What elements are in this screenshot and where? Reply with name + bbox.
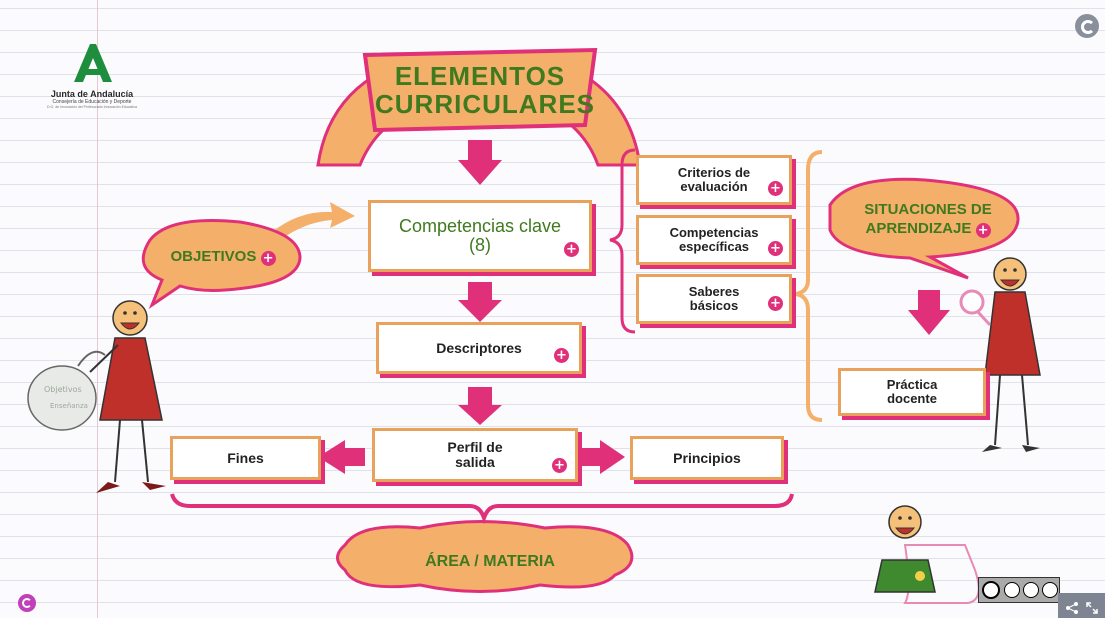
- by-icon: [1004, 582, 1020, 598]
- saberes-box[interactable]: Saberes básicos +: [636, 274, 792, 324]
- plus-icon[interactable]: +: [554, 348, 569, 363]
- svg-text:Objetivos: Objetivos: [44, 385, 82, 394]
- criterios-line2: evaluación: [680, 179, 748, 194]
- situaciones-label[interactable]: SITUACIONES DE APRENDIZAJE +: [838, 200, 1018, 238]
- arrow-down-practica: [908, 290, 950, 335]
- criterios-box[interactable]: Criterios de evaluación +: [636, 155, 792, 205]
- fullscreen-icon[interactable]: [1086, 599, 1098, 614]
- situaciones-line1: SITUACIONES DE: [864, 201, 992, 218]
- competencias-clave-box[interactable]: Competencias clave (8) +: [368, 200, 592, 272]
- plus-icon[interactable]: +: [975, 223, 991, 238]
- fines-box[interactable]: Fines: [170, 436, 321, 480]
- plus-icon[interactable]: +: [768, 241, 783, 256]
- cc-license-badge[interactable]: [978, 577, 1060, 603]
- situaciones-bubble: [828, 177, 1020, 280]
- criterios-line1: Criterios de: [677, 165, 751, 181]
- practica-docente-box[interactable]: Práctica docente: [838, 368, 986, 416]
- page-title: ELEMENTOS CURRICULARES: [375, 61, 595, 119]
- notebook-margin: [97, 0, 98, 618]
- logo-subtitle: Consejería de Educación y Deporte: [52, 99, 132, 105]
- title-line2: CURRICULARES: [375, 89, 595, 119]
- nc-icon: [1023, 582, 1039, 598]
- arrow-down-2: [458, 282, 502, 322]
- svg-text:Enseñanza: Enseñanza: [50, 402, 88, 410]
- title-line1: ELEMENTOS: [394, 61, 566, 91]
- situaciones-line2-wrap: APRENDIZAJE +: [838, 219, 1018, 238]
- competencias-clave-line1: Competencias clave: [398, 216, 562, 237]
- character-right: [959, 257, 1041, 452]
- practica-line2: docente: [887, 391, 937, 406]
- objetivos-label[interactable]: OBJETIVOS +: [158, 248, 288, 266]
- situaciones-line2: APRENDIZAJE: [865, 220, 972, 237]
- character-left: Objetivos Enseñanza: [27, 300, 166, 493]
- practica-line1: Práctica: [886, 377, 938, 393]
- fines-label: Fines: [227, 449, 264, 466]
- arrow-to-principios: [580, 440, 625, 474]
- plus-icon[interactable]: +: [260, 251, 276, 266]
- saberes-line2: básicos: [689, 298, 739, 313]
- character-reading: [874, 505, 980, 604]
- arrow-down-3: [458, 387, 502, 425]
- perfil-line1: Perfil de: [447, 439, 503, 456]
- plus-icon[interactable]: +: [552, 458, 567, 473]
- competencias-clave-line2: (8): [469, 235, 491, 255]
- competencias-especificas-line1: Competencias: [669, 225, 759, 241]
- arrow-to-fines: [318, 440, 365, 474]
- brace-orange: [795, 150, 823, 422]
- cc-icon: [982, 581, 1000, 599]
- plus-icon[interactable]: +: [768, 181, 783, 196]
- junta-a-icon: [74, 44, 112, 82]
- area-cloud: [336, 520, 634, 593]
- logo-name: Junta de Andalucía: [50, 89, 134, 99]
- arrow-objetivos: [272, 202, 355, 240]
- objetivos-bubble: [141, 218, 302, 309]
- descriptores-box[interactable]: Descriptores +: [376, 322, 582, 374]
- genially-g-icon[interactable]: [18, 594, 36, 612]
- saberes-line1: Saberes: [688, 284, 740, 300]
- junta-logo: Junta de Andalucía Consejería de Educaci…: [22, 40, 162, 109]
- share-fullscreen-bar: [1058, 593, 1105, 618]
- plus-icon[interactable]: +: [564, 242, 579, 257]
- descriptores-label: Descriptores: [436, 339, 522, 356]
- arrow-down-1: [458, 140, 502, 185]
- perfil-line2: salida: [455, 454, 495, 470]
- brace-bottom: [170, 493, 794, 525]
- area-materia-label: ÁREA / MATERIA: [425, 553, 555, 570]
- perfil-salida-box[interactable]: Perfil de salida +: [372, 428, 578, 482]
- logo-small: D.G. de Innovación del Profesorado Innov…: [47, 105, 137, 109]
- competencias-especificas-box[interactable]: Competencias específicas +: [636, 215, 792, 265]
- objetivos-text: OBJETIVOS: [170, 248, 257, 265]
- principios-box[interactable]: Principios: [630, 436, 784, 480]
- share-icon[interactable]: [1066, 599, 1078, 614]
- competencias-especificas-line2: específicas: [678, 239, 750, 254]
- genially-logo-icon[interactable]: [1075, 14, 1099, 38]
- title-banner: [362, 47, 598, 133]
- sa-icon: [1042, 582, 1058, 598]
- principios-label: Principios: [673, 449, 741, 466]
- brace-pink: [609, 148, 636, 334]
- plus-icon[interactable]: +: [768, 296, 783, 311]
